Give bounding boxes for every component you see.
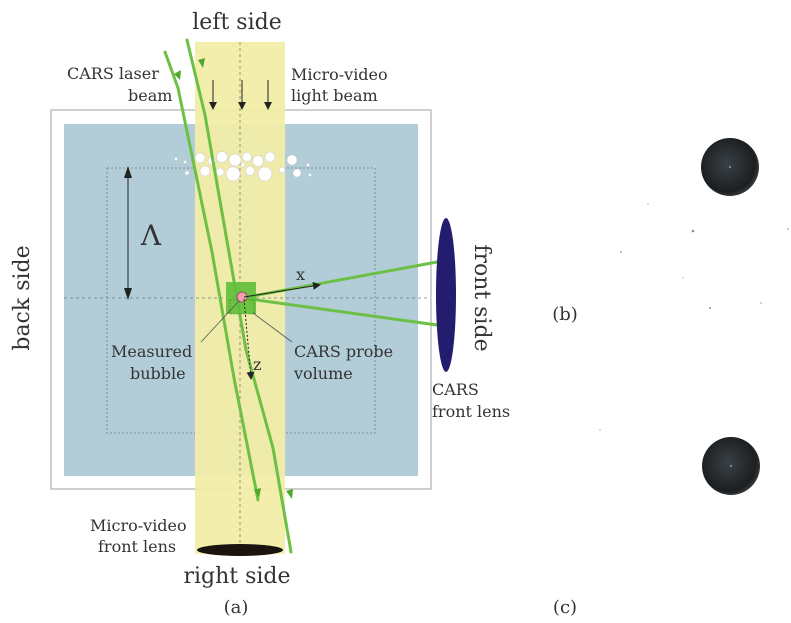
x-axis-arrow: [243, 281, 321, 298]
laser-beam-2: [185, 38, 293, 554]
speckles: [599, 203, 789, 431]
label-cars-laser-beam-1: CARS laser: [67, 64, 159, 83]
label-cars-probe-1: CARS probe: [294, 342, 393, 361]
label-axis-x: x: [296, 265, 305, 284]
label-micro-video-front-lens-2: front lens: [98, 537, 176, 556]
lambda-arrow-bottom: [124, 288, 132, 300]
label-cars-laser-beam-2: beam: [128, 86, 172, 105]
probe-volume-leader: [252, 312, 293, 343]
label-cars-probe-2: volume: [293, 364, 353, 383]
label-micro-video-light-2: light beam: [291, 86, 378, 105]
label-measured-bubble-2: bubble: [130, 364, 186, 383]
label-right-side: right side: [183, 564, 290, 589]
label-panel-c: (c): [553, 597, 577, 618]
label-cars-front-lens-1: CARS: [432, 380, 479, 399]
lambda-arrow-top: [124, 166, 132, 178]
label-left-side: left side: [192, 10, 281, 35]
label-front-side: front side: [469, 244, 494, 351]
laser-to-lens-lower: [240, 296, 439, 327]
particle-highlight-top: [729, 166, 731, 168]
laser-arrowheads: [174, 58, 293, 499]
label-back-side: back side: [10, 245, 35, 350]
measured-bubble-leader: [200, 300, 240, 343]
micro-video-front-lens: [197, 544, 283, 556]
label-panel-b: (b): [552, 304, 578, 325]
label-axis-z: z: [253, 355, 261, 374]
bubble-cluster: [174, 151, 312, 182]
label-micro-video-front-lens-1: Micro-video: [90, 516, 187, 535]
label-micro-video-light-1: Micro-video: [291, 65, 388, 84]
label-lambda: Λ: [140, 219, 162, 252]
z-axis-arrow: [243, 298, 255, 380]
particle-highlight-bottom: [730, 465, 732, 467]
cars-front-lens: [436, 218, 456, 372]
laser-beam-1: [163, 50, 260, 502]
label-measured-bubble-1: Measured: [111, 342, 192, 361]
label-cars-front-lens-2: front lens: [432, 402, 510, 421]
label-panel-a: (a): [224, 597, 249, 618]
